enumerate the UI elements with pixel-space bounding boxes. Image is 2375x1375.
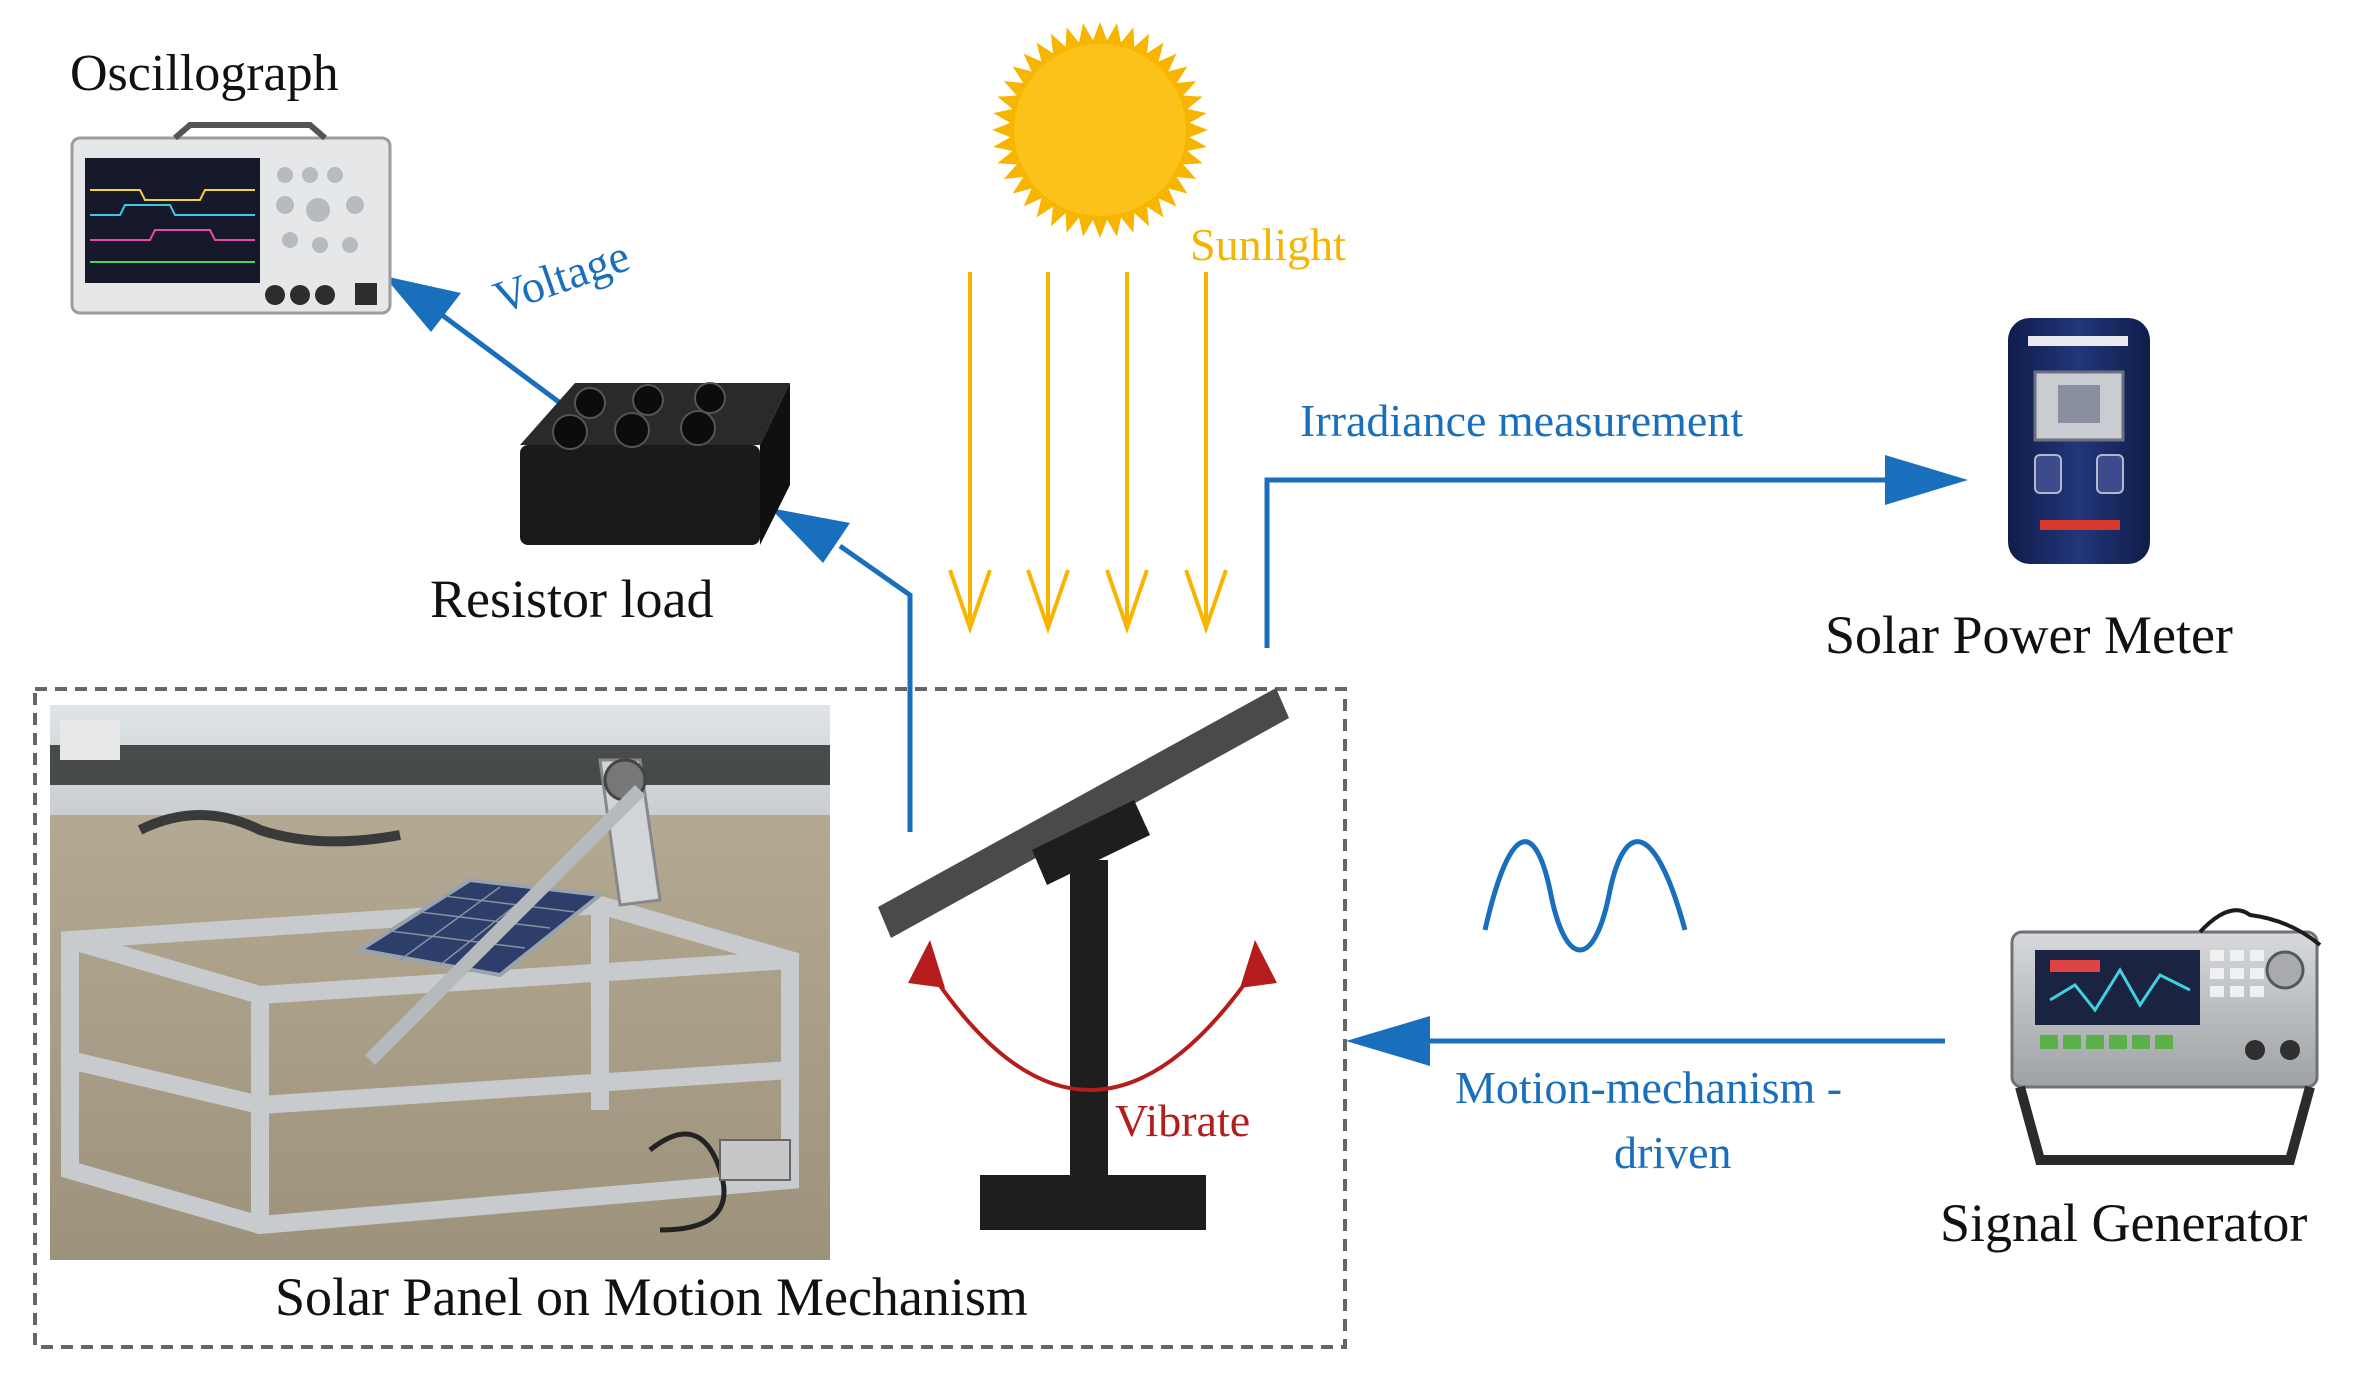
arrow-irradiance xyxy=(1264,477,1895,648)
arrow-panel-to-resistor xyxy=(838,543,913,832)
label-vibrate: Vibrate xyxy=(1115,1095,1251,1146)
resistor-box-icon xyxy=(520,382,790,545)
label-motion-driven-1: Motion-mechanism - xyxy=(1455,1062,1843,1113)
sunlight-rays xyxy=(948,272,1228,635)
sine-wave-icon xyxy=(1482,839,1688,953)
panel-stand-schematic xyxy=(878,688,1289,1230)
vibrate-arc xyxy=(908,940,1277,1092)
label-oscillograph: Oscillograph xyxy=(70,45,339,102)
label-motion-driven-2: driven xyxy=(1614,1127,1732,1178)
solar-power-meter-icon xyxy=(2008,318,2150,564)
label-solar-power-meter: Solar Power Meter xyxy=(1825,605,2233,665)
oscilloscope-icon xyxy=(70,122,392,315)
label-resistor-load: Resistor load xyxy=(430,569,714,629)
blue-arrows xyxy=(384,276,1968,1066)
solar-panel-rig-photo xyxy=(50,705,830,1260)
dashed-frame xyxy=(33,687,1347,1349)
sun-icon xyxy=(992,22,1208,238)
label-solar-panel-caption: Solar Panel on Motion Mechanism xyxy=(275,1267,1028,1327)
label-signal-generator: Signal Generator xyxy=(1940,1193,2308,1253)
label-irradiance: Irradiance measurement xyxy=(1300,395,1744,446)
sun-core xyxy=(1014,44,1186,216)
label-sunlight: Sunlight xyxy=(1190,219,1346,270)
signal-generator-icon xyxy=(2010,908,2322,1165)
